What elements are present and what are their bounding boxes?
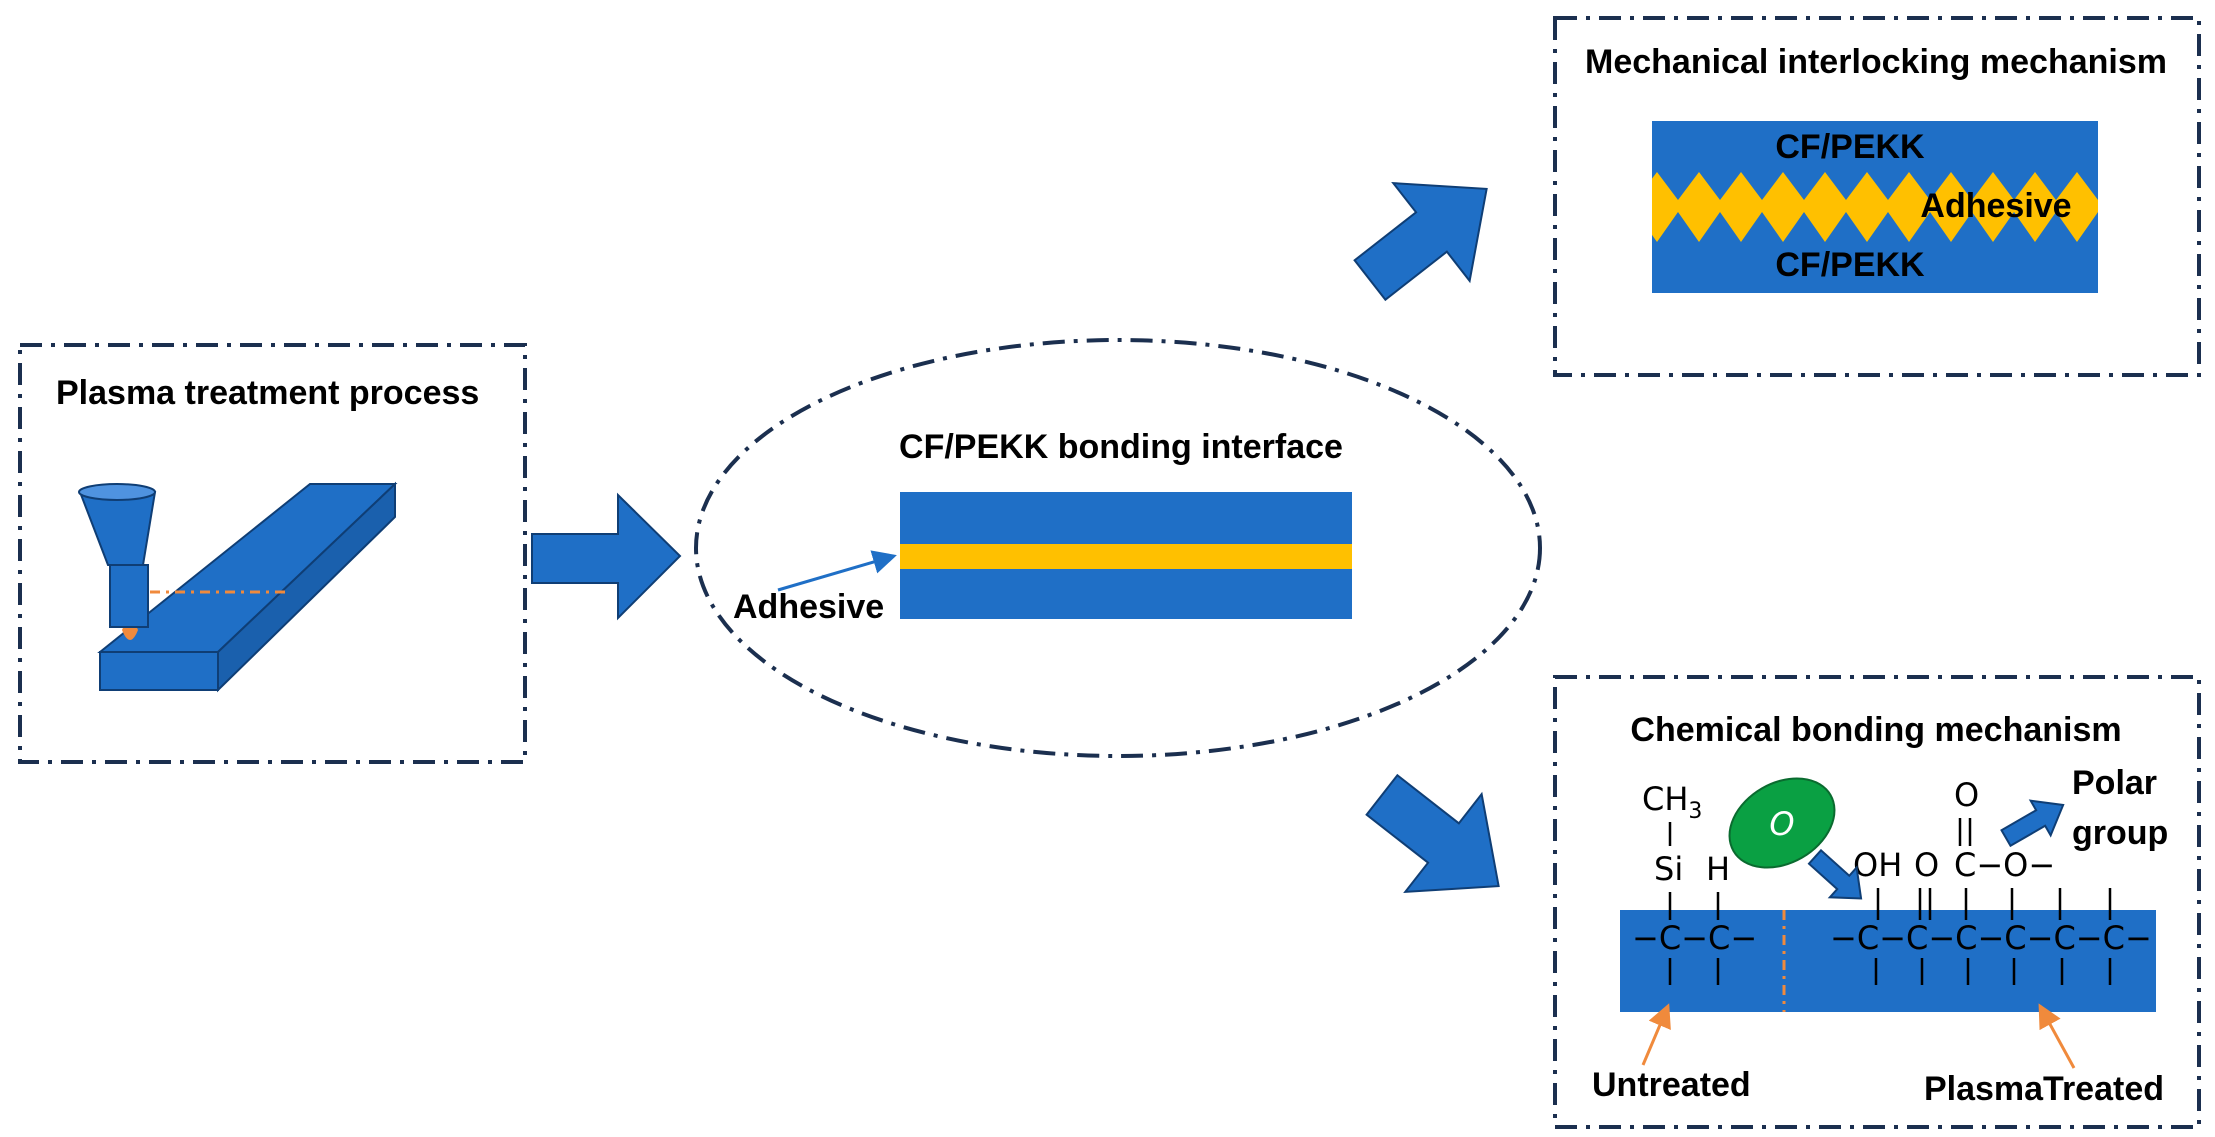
interlock-bottom-laminate	[1652, 212, 2098, 293]
ch3-group: CH3	[1642, 780, 1702, 824]
chemical-panel-title: Chemical bonding mechanism	[1630, 711, 2121, 749]
mechanical-panel-title: Mechanical interlocking mechanism	[1585, 43, 2167, 81]
polar-group-arrow	[2000, 799, 2065, 848]
interlock-adhesive-label: Adhesive	[1920, 187, 2071, 225]
plasma-panel-border	[18, 343, 527, 764]
flow-arrow-down-right	[1365, 773, 1500, 894]
adhesive-layer	[900, 544, 1352, 569]
plasma-panel: Plasma treatment process	[18, 343, 527, 764]
oxygen-radical-icon: O	[1728, 777, 1863, 900]
interface-panel-title: CF/PEKK bonding interface	[899, 428, 1343, 466]
chemical-panel-border	[1553, 675, 2201, 1129]
bottom-laminate	[900, 569, 1352, 619]
chain-treated: −C−C−C−C−C−C−	[1830, 919, 2152, 957]
polar-group-label: Polar	[2072, 764, 2157, 802]
adhesive-label: Adhesive	[733, 588, 884, 626]
plasma-treated-label: PlasmaTreated	[1924, 1070, 2164, 1108]
plasma-panel-title: Plasma treatment process	[56, 374, 479, 412]
interlock-top-laminate	[1652, 121, 2098, 200]
keto-oxygen: O	[1914, 846, 1939, 884]
interface-panel: CF/PEKK bonding interface Adhesive	[694, 338, 1542, 758]
lower-bonds	[1874, 958, 2112, 985]
flow-arrow-up-right	[1353, 181, 1488, 302]
svg-text:O: O	[1769, 805, 1794, 843]
polar-group-label-2: group	[2072, 814, 2168, 852]
composite-slab-icon	[97, 481, 398, 693]
carbonyl-oxygen: O	[1954, 776, 1979, 814]
mechanical-panel: Mechanical interlocking mechanism CF/PEK…	[1553, 16, 2201, 377]
mechanical-panel-border	[1553, 16, 2201, 377]
interlock-top-label: CF/PEKK	[1775, 128, 1925, 166]
chemical-panel: Chemical bonding mechanism −C−C− CH3 Si …	[1553, 675, 2201, 1129]
plasma-nozzle-icon	[78, 483, 157, 640]
oh-group: OH	[1853, 846, 1902, 884]
flow-arrow-right	[531, 492, 682, 621]
chain-untreated: −C−C−	[1632, 919, 1757, 957]
si-atom: Si	[1654, 850, 1683, 888]
interface-panel-border	[694, 338, 1542, 758]
oxygen-attack-arrow	[1807, 848, 1863, 900]
ester-group: C−O−	[1954, 846, 2055, 884]
adhesive-pointer-arrow	[777, 550, 897, 592]
top-laminate	[900, 492, 1352, 544]
interlock-bottom-label: CF/PEKK	[1775, 246, 1925, 284]
treated-pointer-arrow	[2038, 1003, 2076, 1069]
h-atom: H	[1706, 850, 1730, 888]
untreated-pointer-arrow	[1641, 1003, 1671, 1066]
untreated-label: Untreated	[1592, 1066, 1751, 1104]
substrate-bar	[1620, 910, 2156, 1012]
